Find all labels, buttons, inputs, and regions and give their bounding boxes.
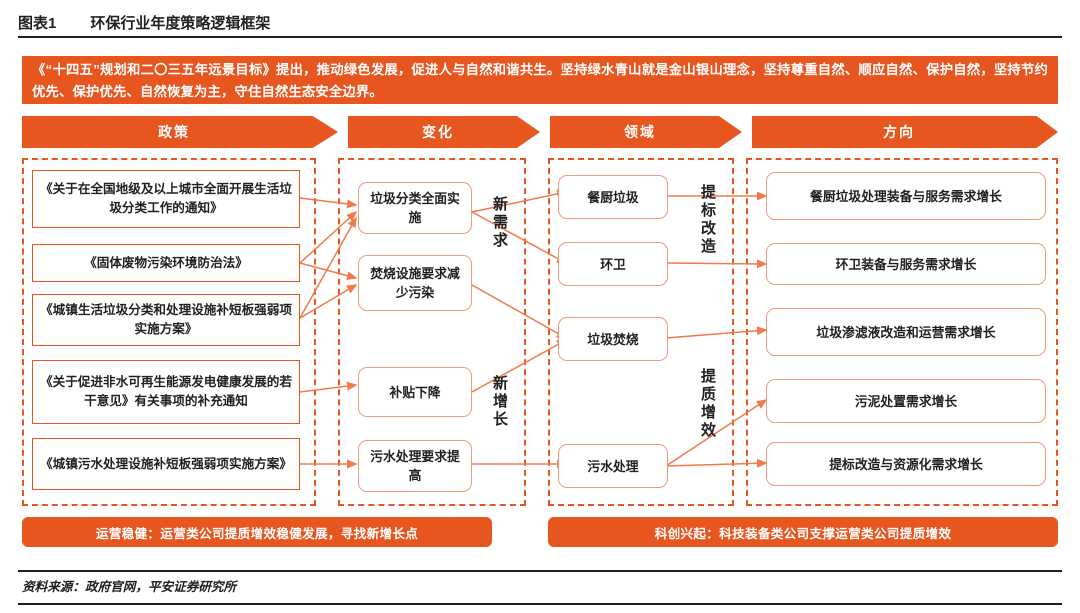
connector-label-new-demand: 新需求 [491, 196, 508, 250]
column-header-direction: 方向 [752, 116, 1058, 148]
title-divider [18, 36, 1062, 38]
connector-label-new-growth: 新增长 [491, 375, 508, 429]
source-note: 资料来源：政府官网，平安证券研究所 [22, 580, 237, 594]
policy-quote-banner: 《“十四五”规划和二〇三五年远景目标》提出，推动绿色发展，促进人与自然和谐共生。… [22, 56, 1058, 104]
policy-box-1[interactable]: 《关于在全国地级及以上城市全面开展生活垃圾分类工作的通知》 [32, 170, 300, 228]
policy-column-frame [22, 158, 316, 506]
column-header-policy-label: 政策 [158, 124, 190, 140]
change-box-3[interactable]: 补贴下降 [358, 367, 472, 417]
direction-box-5[interactable]: 提标改造与资源化需求增长 [766, 442, 1046, 486]
policy-box-2[interactable]: 《固体废物污染环境防治法》 [32, 244, 300, 282]
footer-pill-tech: 科创兴起：科技装备类公司支撑运营类公司提质增效 [548, 517, 1058, 547]
change-box-4[interactable]: 污水处理要求提高 [358, 440, 472, 492]
connector-label-quality-efficiency: 提质增效 [699, 368, 716, 440]
column-header-domain-label: 领域 [624, 124, 656, 140]
direction-box-4[interactable]: 污泥处置需求增长 [766, 379, 1046, 423]
footer-pill-operations: 运营稳健：运营类公司提质增效稳健发展，寻找新增长点 [22, 517, 492, 547]
page-title: 环保行业年度策略逻辑框架 [90, 14, 271, 32]
policy-box-5[interactable]: 《城镇污水处理设施补短板强弱项实施方案》 [32, 438, 300, 490]
column-header-direction-label: 方向 [883, 124, 915, 140]
direction-box-1[interactable]: 餐厨垃圾处理装备与服务需求增长 [766, 172, 1046, 220]
figure-header: 图表1 环保行业年度策略逻辑框架 [18, 8, 1062, 36]
source-divider-bottom [18, 603, 1062, 605]
domain-box-3[interactable]: 垃圾焚烧 [558, 317, 668, 361]
direction-box-3[interactable]: 垃圾渗滤液改造和运营需求增长 [766, 308, 1046, 356]
source-divider-top [18, 570, 1062, 572]
column-header-policy: 政策 [22, 116, 338, 148]
column-header-change: 变化 [348, 116, 540, 148]
domain-box-2[interactable]: 环卫 [558, 242, 668, 286]
policy-box-3[interactable]: 《城镇生活垃圾分类和处理设施补短板强弱项实施方案》 [32, 294, 300, 346]
domain-box-4[interactable]: 污水处理 [558, 444, 668, 488]
change-box-1[interactable]: 垃圾分类全面实施 [358, 182, 472, 234]
policy-box-4[interactable]: 《关于促进非水可再生能源发电健康发展的若干意见》有关事项的补充通知 [32, 360, 300, 424]
figure-number: 图表1 [18, 14, 57, 32]
column-header-domain: 领域 [550, 116, 742, 148]
connector-label-upgrade-retrofit: 提标改造 [699, 184, 716, 256]
domain-box-1[interactable]: 餐厨垃圾 [558, 175, 668, 219]
direction-box-2[interactable]: 环卫装备与服务需求增长 [766, 243, 1046, 285]
column-header-change-label: 变化 [422, 124, 454, 140]
change-box-2[interactable]: 焚烧设施要求减少污染 [358, 255, 472, 311]
